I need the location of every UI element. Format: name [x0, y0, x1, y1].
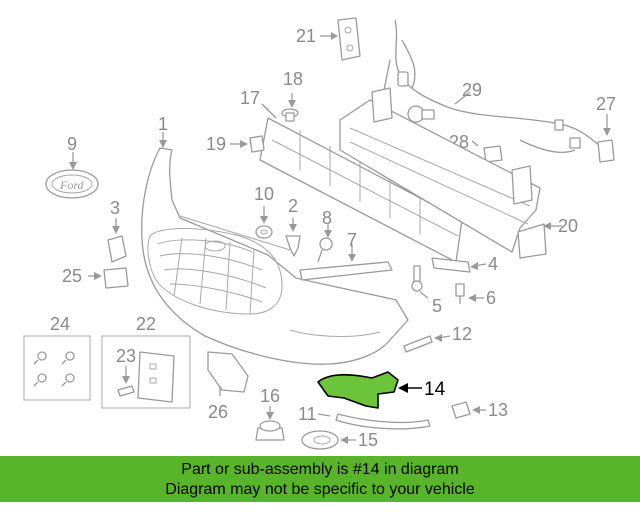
callout-24: 24: [50, 314, 70, 334]
callout-19: 19: [206, 134, 226, 154]
part-26-bracket: [207, 351, 249, 396]
callout-14: 14: [424, 379, 446, 400]
callout-12: 12: [452, 324, 472, 344]
part-22-plate-bracket: [101, 335, 191, 409]
callout-3: 3: [110, 198, 120, 218]
callout-15: 15: [358, 430, 378, 450]
part-16-fastener: [255, 406, 285, 441]
callout-23: 23: [116, 346, 136, 366]
part-27-sensor: [597, 114, 615, 163]
callout-9: 9: [67, 134, 77, 154]
banner-line-2: Diagram may not be specific to your vehi…: [165, 481, 475, 498]
callout-26: 26: [208, 402, 228, 422]
callout-27: 27: [596, 94, 616, 114]
part-15-bezel: [301, 430, 356, 450]
part-18-pin: [281, 93, 299, 122]
callout-2: 2: [288, 196, 298, 216]
callout-4: 4: [488, 254, 498, 274]
callout-25: 25: [62, 266, 82, 286]
part-13-clip: [451, 401, 486, 419]
part-20-beam: [339, 87, 562, 259]
part-2-clip: [285, 218, 301, 257]
part-19-clip: [230, 135, 265, 153]
callout-11: 11: [298, 404, 317, 424]
part-25-clip: [88, 267, 129, 289]
callout-22: 22: [136, 314, 156, 334]
parts-diagram: 21 18 29 27 28 17: [23, 17, 616, 450]
callout-5: 5: [432, 296, 442, 316]
part-10-nut: [255, 206, 273, 239]
callout-6: 6: [486, 288, 496, 308]
part-24-screws: [23, 335, 91, 401]
svg-text:Ford: Ford: [59, 178, 85, 192]
part-4-bracket: [431, 257, 487, 273]
callout-20: 20: [558, 216, 578, 236]
callout-1: 1: [158, 114, 168, 134]
part-6-bolt: [455, 283, 484, 304]
info-banner: Part or sub-assembly is #14 in diagram D…: [0, 456, 640, 502]
callout-13: 13: [488, 400, 508, 420]
callout-17: 17: [240, 88, 260, 108]
callout-18: 18: [283, 69, 303, 89]
part-14-highlighted: [317, 371, 422, 409]
callout-29: 29: [462, 80, 482, 100]
part-11-strip: [317, 413, 431, 430]
part-28-sensor: [407, 105, 503, 163]
part-3-bracket: [107, 218, 127, 263]
part-8-screw: [317, 224, 333, 263]
part-9-emblem: Ford: [45, 152, 99, 199]
callout-8: 8: [322, 208, 332, 228]
banner-line-1: Part or sub-assembly is #14 in diagram: [181, 461, 459, 478]
part-7-strip: [299, 244, 393, 281]
callout-7: 7: [347, 230, 357, 250]
part-21-bracket: [320, 17, 361, 61]
part-12-clip: [403, 334, 451, 353]
callout-16: 16: [260, 386, 280, 406]
part-1-bumper-cover: [141, 132, 409, 365]
callout-21: 21: [296, 26, 316, 46]
callout-10: 10: [254, 184, 274, 204]
part-5-bolt: [411, 265, 429, 299]
